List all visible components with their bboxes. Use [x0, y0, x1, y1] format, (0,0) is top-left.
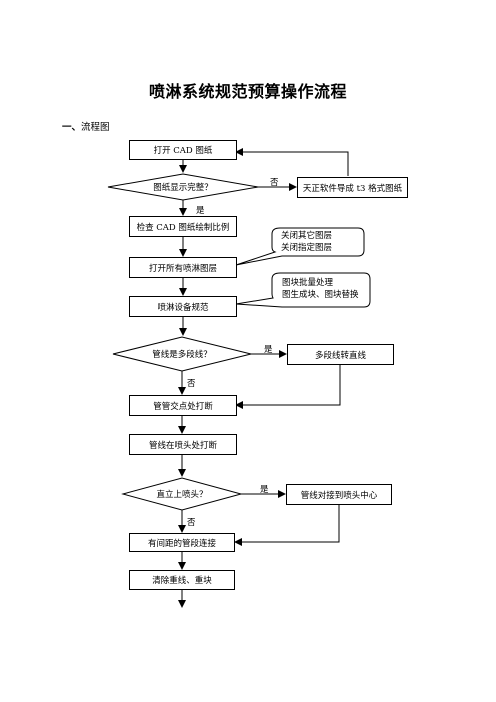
section-label: 流程图 [81, 122, 110, 133]
edge-label-yes-upright: 是 [260, 485, 269, 495]
edge-tianzheng-back-to-open [235, 148, 349, 176]
action-connect-to-head-center: 管线对接到喷头中心 [286, 484, 392, 505]
blocks-note-line-1: 图块批量处理 [282, 278, 334, 288]
step-clear-duplicates: 清除重线、重块 [129, 570, 235, 590]
blocks-note-text: 图块批量处理 图生成块、图块替换 [282, 277, 359, 301]
page-title: 喷淋系统规范预算操作流程 [148, 82, 347, 101]
edge-label-no-display: 否 [270, 178, 279, 188]
decision-is-polyline-label: 管线是多段线？ [152, 350, 212, 360]
layers-note-line-2: 关闭指定图层 [281, 243, 333, 253]
section-number: 一、 [62, 122, 82, 133]
step-break-pipe-cross: 管管交点处打断 [129, 395, 237, 416]
edge-label-no-upright: 否 [187, 518, 196, 528]
step-break-at-head: 管线在喷头处打断 [129, 434, 237, 455]
section-heading: 一、流程图 [62, 119, 110, 133]
step-connect-gaps: 有间距的管段连接 [129, 533, 235, 552]
edge-label-yes-polyline: 是 [264, 345, 273, 355]
callout-blocks-note [235, 272, 371, 308]
step-device-standard: 喷淋设备规范 [129, 296, 237, 317]
step-open-layers: 打开所有喷淋图层 [129, 257, 237, 278]
edge-label-yes-display: 是 [196, 206, 205, 216]
edge-convert-back-to-break [235, 365, 341, 409]
decision-upright-head-label: 直立上喷头？ [156, 490, 208, 500]
action-tianzheng-export: 天正软件导成 t3 格式图纸 [297, 177, 408, 198]
step-check-scale: 检查 CAD 图纸绘制比例 [129, 216, 237, 237]
callout-layers-note [235, 227, 365, 266]
blocks-note-line-2: 图生成块、图块替换 [282, 290, 359, 300]
layers-note-text: 关闭其它图层 关闭指定图层 [281, 230, 332, 254]
action-polyline-to-line: 多段线转直线 [287, 344, 394, 365]
step-open-cad: 打开 CAD 图纸 [129, 140, 237, 160]
edge-center-back-to-connect [234, 505, 340, 546]
layers-note-line-1: 关闭其它图层 [281, 231, 333, 241]
edge-label-no-polyline: 否 [187, 379, 196, 389]
decision-display-complete-label: 图纸显示完整？ [153, 183, 213, 193]
